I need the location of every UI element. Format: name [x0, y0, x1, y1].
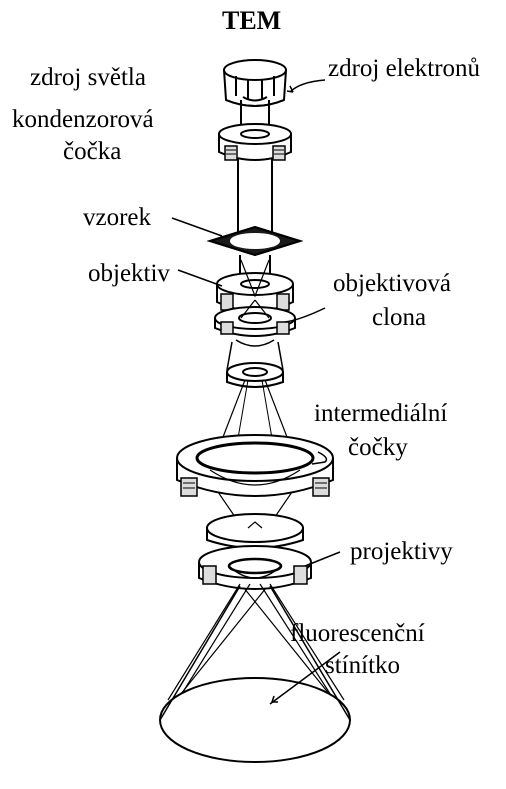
label-objective-aperture-line2: clona: [372, 304, 426, 332]
sample-plate-icon: [210, 227, 300, 255]
label-projectives: projektivy: [350, 538, 453, 566]
intermediate-ring-small-icon: [227, 363, 283, 387]
label-objective: objektiv: [88, 260, 170, 288]
column-tube: [238, 100, 272, 232]
label-light-source: zdroj světla: [30, 64, 146, 92]
leader-lines: [172, 80, 340, 704]
fluorescent-screen-icon: [160, 586, 350, 762]
label-screen-line2: stínítko: [325, 652, 400, 680]
condenser-lens-icon: [219, 124, 291, 160]
objective-lens-icon: [217, 260, 293, 311]
label-condenser-lens-line2: čočka: [63, 138, 121, 166]
intermediate-lens-icon: [177, 435, 333, 496]
label-objective-aperture-line1: objektivová: [333, 270, 451, 298]
label-condenser-lens-line1: kondenzorová: [12, 106, 154, 134]
label-electron-source: zdroj elektronů: [328, 55, 480, 83]
label-screen-line1: fluorescenční: [290, 620, 425, 648]
label-intermediate-lenses-line2: čočky: [348, 434, 408, 462]
projective-lens-lower-icon: [199, 546, 311, 589]
electron-gun-icon: [224, 60, 286, 106]
label-intermediate-lenses-line1: intermediální: [314, 400, 447, 428]
label-sample: vzorek: [83, 204, 151, 232]
